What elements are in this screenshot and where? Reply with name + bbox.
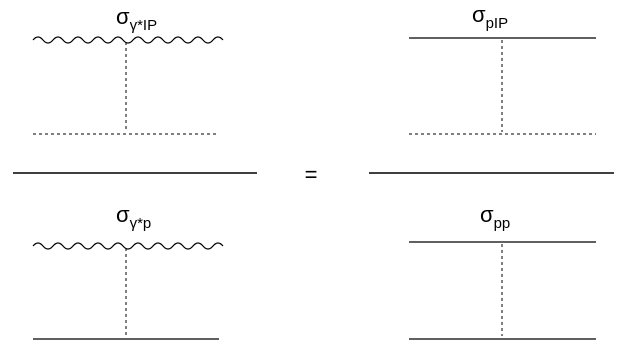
label-sigma-p-ip: σpIP — [472, 2, 508, 32]
photon-wavy-line — [32, 242, 224, 250]
diagram-gamma-p: σγ*p — [32, 202, 224, 340]
diagram-gamma-ip: σγ*IP — [32, 4, 224, 135]
photon-wavy-line — [32, 36, 224, 44]
label-sigma-gamma-p: σγ*p — [116, 202, 151, 232]
label-sigma-gamma-ip: σγ*IP — [116, 4, 157, 34]
equals-sign: = — [305, 162, 318, 187]
label-sigma-p-p: σpp — [480, 202, 510, 232]
diagram-p-p: σpp — [409, 202, 596, 340]
diagram-p-ip: σpIP — [409, 2, 596, 135]
